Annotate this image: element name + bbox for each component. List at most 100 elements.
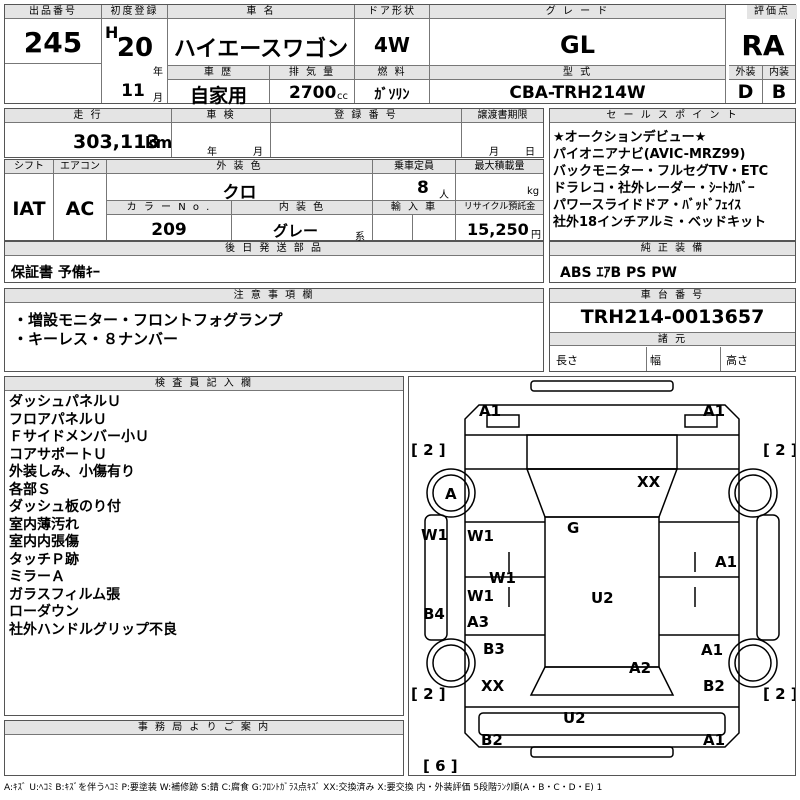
std-equipment-label: 純 正 装 備 (550, 242, 795, 256)
fuel-label: 燃 料 (355, 66, 429, 80)
inspector-line: ガラスフィルム張 (9, 586, 121, 603)
mark-a1-tl: A1 (479, 402, 501, 420)
transfer-month-unit: 月 (489, 147, 499, 158)
car-name-value: ハイエースワゴン (173, 37, 349, 62)
fuel-value: ｶﾞｿﾘﾝ (374, 87, 410, 103)
ac-value: AC (65, 198, 95, 220)
chassis-value: TRH214-0013657 (580, 306, 765, 328)
color-no-label: カ ラ ー N o . (107, 201, 231, 215)
exterior-value: D (737, 81, 754, 103)
mark-a3: A3 (467, 613, 489, 631)
ext-color-value: クロ (222, 183, 257, 203)
mark-a-wheel: A (445, 485, 457, 503)
load-unit: kg (527, 186, 540, 197)
inspector-line: 外装しみ、小傷有り (9, 464, 135, 480)
damage-diagram: A1 A1 [ 2 ] [ 2 ] A XX G W1 W1 A1 W1 W1 … (408, 376, 796, 776)
inspector-line: Ｆサイドメンバー小Ｕ (9, 429, 149, 445)
sales-point-line: パイオニアナビ(AVIC-MRZ99) (553, 147, 746, 162)
inspector-line: 室内内張傷 (9, 534, 79, 550)
sales-points-label: セ ー ル ス ポ イ ン ト (550, 109, 795, 123)
later-parts-value: 保証書 予備ｷｰ (11, 265, 100, 281)
mark-g-glass: G (567, 519, 579, 537)
score-value: RA (741, 29, 785, 62)
ext-color-label: 外 装 色 (107, 160, 372, 174)
mark-a1-rr: A1 (701, 641, 723, 659)
chassis-label: 車 台 番 号 (550, 289, 795, 303)
inspector-line: 各部Ｓ (9, 481, 51, 498)
shift-value: IAT (12, 198, 46, 220)
inspector-label: 検 査 員 記 入 欄 (5, 377, 403, 391)
mark-w1-b: W1 (489, 569, 516, 587)
interior-label: 内装 (763, 66, 795, 80)
month-value: 11 (121, 81, 145, 101)
color-no-value: 209 (151, 220, 187, 240)
inspection-label: 車 検 (172, 109, 270, 123)
office-block: 事 務 局 よ り ご 案 内 (4, 720, 404, 776)
recycle-label: リサイクル預託金 (456, 201, 543, 215)
inspector-line: コアサポートＵ (9, 446, 107, 463)
mark-w1-a: W1 (467, 527, 494, 545)
sales-point-line: バックモニター・フルセグTV・ETC (553, 164, 769, 179)
history-label: 車 歴 (168, 66, 269, 80)
door-value: 4W (374, 33, 410, 57)
mark-u2-bottom: U2 (563, 709, 586, 727)
mileage-value: 303,113 (73, 131, 160, 153)
recycle-value: 15,250 (467, 220, 529, 239)
car-name-label: 車 名 (168, 5, 354, 19)
recycle-unit: 円 (531, 230, 541, 241)
capacity-unit: 人 (439, 190, 449, 201)
reg-no-label: 登 録 番 号 (271, 109, 461, 123)
header-block: 出品番号 245 初度登録 H 20 年 11 月 車 名 ハイエースワゴン ド… (4, 4, 797, 107)
mark-a2: A2 (629, 659, 651, 677)
notes-block: 注 意 事 項 欄 ・増設モニター・フロントフォグランプ ・キーレス・８ナンバー (4, 288, 544, 372)
import-label: 輸 入 車 (373, 201, 455, 215)
inspector-line: 室内薄汚れ (9, 516, 79, 533)
width-label: 幅 (650, 354, 661, 367)
mark-6: [ 6 ] (423, 757, 458, 775)
office-label: 事 務 局 よ り ご 案 内 (5, 721, 403, 735)
mark-w1-side: W1 (421, 526, 448, 544)
later-parts-label: 後 日 発 送 部 品 (5, 242, 543, 256)
int-color-unit: 系 (355, 232, 365, 243)
mark-b2-rr: B2 (703, 677, 725, 695)
notes-line-1: ・増設モニター・フロントフォグランプ (13, 311, 283, 329)
history-value: 自家用 (189, 85, 247, 107)
era-mark: H (105, 23, 119, 42)
mark-2-fr: [ 2 ] (763, 441, 795, 459)
inspector-line: ダッシュパネルＵ (9, 394, 121, 410)
mark-u2-roof: U2 (591, 589, 614, 607)
inspector-line: ミラーＡ (9, 569, 65, 585)
mark-a1-tr: A1 (703, 402, 725, 420)
mileage-label: 走 行 (5, 109, 171, 123)
capacity-value: 8 (417, 178, 429, 198)
mark-2-fl: [ 2 ] (411, 441, 446, 459)
year-value: 20 (116, 33, 154, 63)
displacement-label: 排 気 量 (270, 66, 354, 80)
int-color-value: グレー (273, 222, 319, 240)
length-label: 長さ (556, 354, 578, 367)
std-equipment-block: 純 正 装 備 ABS ｴｱB PS PW (549, 241, 796, 283)
sales-points-block: セ ー ル ス ポ イ ン ト ★オークションデビュー★パイオニアナビ(AVIC… (549, 108, 796, 241)
model-value: CBA-TRH214W (509, 83, 646, 103)
spec-block: シフト エアコン IAT AC 外 装 色 クロ 乗車定員 8 人 最大積載量 … (4, 159, 544, 243)
mileage-unit: km (145, 133, 173, 152)
mark-a1-r: A1 (715, 553, 737, 571)
notes-label: 注 意 事 項 欄 (5, 289, 543, 303)
inspector-line: ローダウン (9, 604, 79, 620)
mark-b4: B4 (423, 605, 445, 623)
chassis-block: 車 台 番 号 TRH214-0013657 諸 元 長さ 幅 高さ (549, 288, 796, 372)
notes-line-2: ・キーレス・８ナンバー (13, 330, 179, 348)
mark-2-rrb: [ 2 ] (763, 685, 795, 703)
interior-value: B (771, 81, 787, 103)
displacement-unit: cc (337, 91, 348, 102)
mark-a1-br: A1 (703, 731, 725, 749)
capacity-label: 乗車定員 (373, 160, 455, 174)
mark-2-rl: [ 2 ] (411, 685, 446, 703)
door-label: ドア形状 (355, 5, 429, 19)
grade-value: GL (560, 31, 595, 59)
inspection-month-unit: 月 (253, 147, 263, 158)
mileage-block: 走 行 303,113 km 車 検 年 月 登 録 番 号 譲渡書期限 月 日 (4, 108, 544, 158)
inspector-line: ダッシュ板のり付 (9, 499, 121, 515)
